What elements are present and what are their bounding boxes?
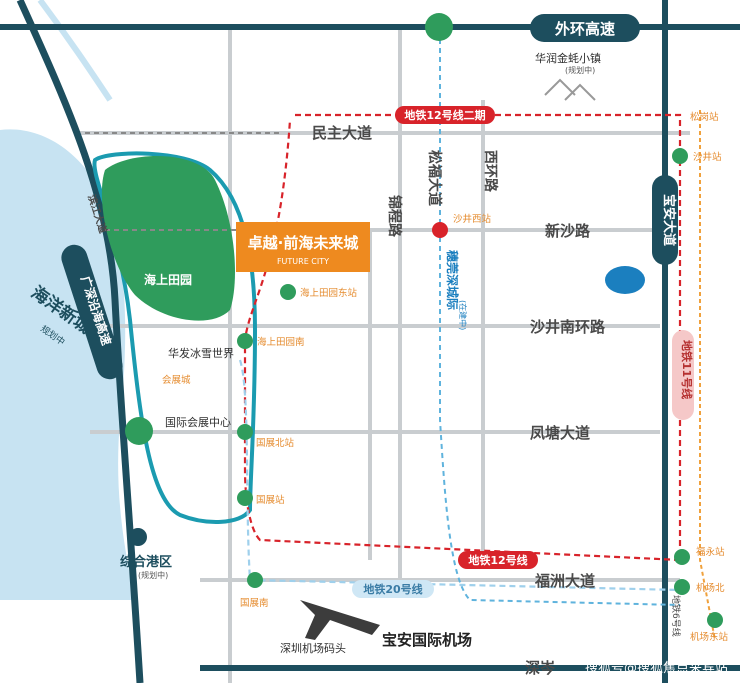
station-shajing-west: 沙井西站: [453, 213, 492, 225]
coastal-highway-box: [61, 244, 123, 380]
outer-ring-box: [530, 14, 640, 42]
lake: [605, 266, 645, 294]
jincheng-road-label: 锦程路: [386, 195, 403, 238]
ice-world-label: 华发冰雪世界: [168, 346, 234, 360]
project-box: [236, 222, 370, 272]
station-marker: [237, 424, 253, 440]
station-marker: [672, 148, 688, 164]
station-marker: [707, 612, 723, 628]
line11-box: [672, 330, 694, 420]
metro-line20: [238, 359, 681, 592]
project-name: 卓越·前海未来城: [248, 234, 359, 252]
airplane-icon: [300, 600, 380, 640]
station-marker: [237, 490, 253, 506]
watermark: 搜狐号@搜狐焦点采宾站: [585, 660, 728, 676]
station-guozhan: 国展站: [256, 494, 285, 506]
station-marker: [674, 579, 690, 595]
xinsha-road-label: 新沙路: [545, 222, 591, 240]
huarun-town-label: 华润金蚝小镇: [535, 51, 601, 65]
line12-label: 地铁12号线: [468, 553, 527, 567]
fuzhou-road-label: 福洲大道: [534, 572, 595, 590]
guanshen-line-note: (在建中): [458, 300, 468, 330]
xihuan-road-label: 西环路: [482, 150, 499, 193]
station-marker: [247, 572, 263, 588]
river: [37, 0, 113, 102]
station-huizhan-city: 会展城: [162, 374, 191, 386]
station-guozhan-north: 国展北站: [256, 437, 295, 449]
station-markers: [237, 148, 723, 628]
line20-label: 地铁20号线: [363, 582, 422, 596]
station-marker: [237, 333, 253, 349]
metro-line12: [243, 113, 682, 562]
line12-phase2-box: [395, 106, 495, 124]
haishang-park-label: 海上田园: [144, 272, 192, 287]
fengtang-road-label: 凤塘大道: [530, 424, 590, 442]
huarun-town-note: (规划中): [565, 65, 595, 75]
station-haishang-south: 海上田园南: [257, 336, 305, 348]
station-jichang-east: 机场东站: [690, 631, 729, 643]
expo-center-label: 国际会展中心: [165, 416, 231, 429]
shajing-south-ring-label: 沙井南环路: [530, 318, 606, 336]
baoan-avenue-label: 宝安大道: [661, 194, 677, 246]
line12-box: [458, 551, 538, 569]
outer-ring-label: 外环高速: [554, 20, 615, 38]
station-marker: [432, 222, 448, 238]
line6-label: 地铁6号线: [670, 595, 682, 637]
minzhu-road-label: 民主大道: [312, 124, 372, 142]
station-fuyong: 福永站: [696, 546, 725, 558]
port-area-note: (规划中): [138, 570, 168, 580]
station-jichang-north: 机场北: [696, 582, 725, 594]
station-marker: [280, 284, 296, 300]
baoan-avenue-box: [652, 175, 678, 265]
guanshen-intercity-line: [439, 30, 681, 606]
station-haishang-east: 海上田园东站: [300, 287, 358, 299]
metro-line11: [699, 110, 716, 641]
sea-area: [0, 129, 135, 600]
station-marker: [674, 549, 690, 565]
station-shajing: 沙井站: [693, 151, 722, 163]
town-house-icon: [544, 78, 596, 101]
station-songgang: 松岗站: [690, 111, 719, 123]
port-area-label: 综合港区: [120, 554, 172, 570]
toll-icon: [425, 13, 453, 41]
guanshen-line-label: 穗莞深城际: [445, 250, 460, 310]
haishang-park-area: [101, 156, 235, 321]
ship-icon: [129, 528, 147, 546]
station-guozhan-south: 国展南: [240, 597, 269, 609]
line12-phase2-label: 地铁12号线二期: [404, 108, 485, 122]
park-ring: [92, 151, 258, 524]
line20-box: [352, 580, 434, 598]
songfu-avenue-label: 松福大道: [426, 150, 443, 206]
project-en: FUTURE CITY: [277, 257, 329, 266]
airport-pier-label: 深圳机场码头: [280, 641, 346, 655]
airport-label: 宝安国际机场: [382, 631, 472, 649]
toll-icon: [125, 417, 153, 445]
shenzhen-cen-label: 深岑: [525, 659, 556, 677]
line11-label: 地铁11号线: [680, 340, 694, 399]
